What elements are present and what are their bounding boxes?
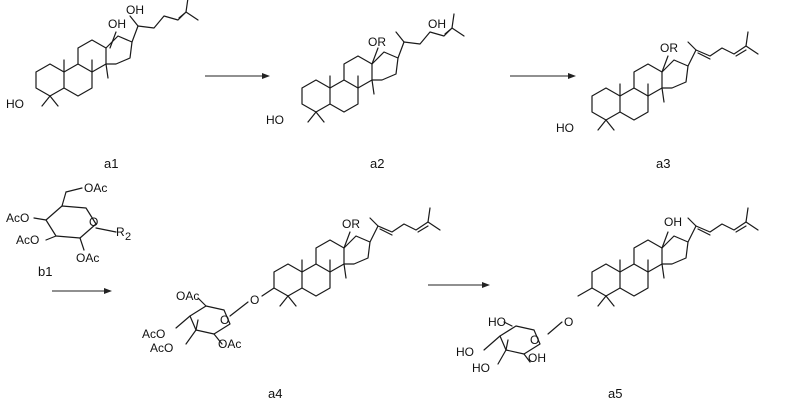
a4-aco-1: AcO: [142, 327, 165, 341]
a5-ho-2: HO: [472, 361, 490, 375]
a5-oh-right: OH: [528, 351, 546, 365]
b1-oac-top: OAc: [84, 181, 107, 195]
compound-a2: OR OH HO a2: [266, 13, 465, 171]
a5-ring-o: O: [530, 333, 539, 347]
a4-or: OR: [342, 217, 360, 231]
a2-ho: HO: [266, 113, 284, 127]
b1-label: b1: [38, 264, 52, 279]
a4-aco-2: AcO: [150, 341, 173, 355]
b1-aco-left: AcO: [6, 211, 29, 225]
a5-oh: OH: [664, 215, 682, 229]
arrow-a1-to-a2: [205, 73, 270, 79]
compound-a3: OR HO a3: [556, 31, 759, 171]
b1-aco-mid: AcO: [16, 233, 39, 247]
b1-ring-o: O: [89, 215, 98, 229]
arrow-a2-to-a3: [510, 73, 576, 79]
b1-r-sub: 2: [125, 231, 131, 243]
compound-a1: OH OH HO a1: [6, 0, 199, 171]
a1-ho-3: HO: [6, 97, 24, 111]
a1-label: a1: [104, 156, 118, 171]
compound-a5: OH O O HO HO HO OH a5: [456, 207, 759, 401]
oh-bond: [109, 31, 117, 49]
a2-oh: OH: [428, 17, 446, 31]
a1-oh-20: OH: [126, 3, 144, 17]
a5-label: a5: [608, 386, 622, 401]
compound-b1: OAc O R 2 AcO AcO OAc b1: [6, 181, 131, 279]
a5-o-link: O: [564, 315, 573, 329]
a4-ring-o: O: [220, 313, 229, 327]
b1-oac-bottom: OAc: [76, 251, 99, 265]
a3-or: OR: [660, 41, 678, 55]
arrow-b1-to-a4: [52, 288, 112, 294]
a1-oh-12: OH: [108, 17, 126, 31]
a4-oac-right: OAc: [218, 337, 241, 351]
compound-a4: OR O O OAc AcO AcO OAc a4: [142, 207, 441, 401]
a4-o-link: O: [250, 293, 259, 307]
a4-oac-top: OAc: [176, 289, 199, 303]
arrow-a4-to-a5: [428, 282, 490, 288]
a5-ho-top: HO: [488, 315, 506, 329]
a2-label: a2: [370, 156, 384, 171]
a4-label: a4: [268, 386, 282, 401]
a5-ho-1: HO: [456, 345, 474, 359]
a2-or: OR: [368, 35, 386, 49]
b1-r: R: [116, 225, 125, 239]
a3-ho: HO: [556, 121, 574, 135]
a3-label: a3: [656, 156, 670, 171]
